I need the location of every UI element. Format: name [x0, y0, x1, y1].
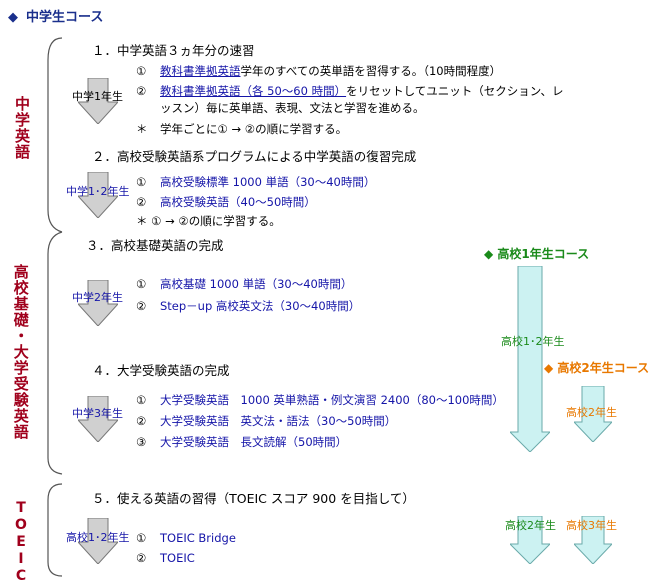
- grade-label: 高校1･2年生: [66, 531, 130, 544]
- down-arrow-icon: [78, 78, 118, 124]
- side-label-high-school-english: 高校基礎・大学受験英語: [11, 264, 30, 440]
- section2-note: ＊ ① → ②の順に学習する。: [136, 214, 281, 228]
- down-arrow-icon: [78, 396, 118, 442]
- section-title-5: ５．使える英語の習得（TOEIC スコア 900 を目指して）: [92, 491, 415, 506]
- course-k2-grade-label-2: 高校3年生: [566, 519, 617, 532]
- grade-label: 中学3年生: [72, 407, 123, 420]
- down-arrow-icon: [78, 518, 118, 564]
- course-title-k1: ◆ 高校1年生コース: [484, 247, 590, 261]
- down-arrow-icon: [574, 516, 612, 564]
- grade-label: 中学1年生: [72, 90, 123, 103]
- section1-note: ＊学年ごとに① → ②の順に学習する。: [136, 122, 348, 136]
- down-arrow-icon: [510, 516, 550, 564]
- section1-item-2-continued: ッスン）毎に英単語、表現、文法と学習を進める。: [160, 101, 425, 115]
- diamond-icon: ◆: [8, 10, 18, 25]
- section-title-4: ４．大学受験英語の完成: [92, 363, 230, 378]
- section-title-2: ２．高校受験英語系プログラムによる中学英語の復習完成: [92, 149, 417, 164]
- course-k1-grade-label: 高校1･2年生: [501, 335, 565, 348]
- page-title: 中学生コース: [26, 10, 104, 25]
- course-k1-grade-label-2: 高校2年生: [505, 519, 556, 532]
- down-arrow-icon: [78, 280, 118, 326]
- long-down-arrow-icon: [510, 266, 550, 452]
- side-label-toeic: TOEIC: [13, 500, 29, 585]
- section-title-3: ３．高校基礎英語の完成: [86, 238, 224, 253]
- down-arrow-icon: [574, 386, 612, 442]
- section-title-1: １．中学英語３ヵ年分の速習: [92, 43, 255, 58]
- course-k2-grade-label: 高校2年生: [566, 406, 617, 419]
- side-label-junior-english: 中学英語: [13, 96, 31, 160]
- grade-label: 中学2年生: [72, 291, 123, 304]
- grade-label: 中学1･2年生: [66, 185, 130, 198]
- page-header: ◆ 中学生コース: [8, 6, 103, 25]
- down-arrow-icon: [78, 172, 118, 218]
- course-title-k2: ◆ 高校2年生コース: [544, 361, 649, 375]
